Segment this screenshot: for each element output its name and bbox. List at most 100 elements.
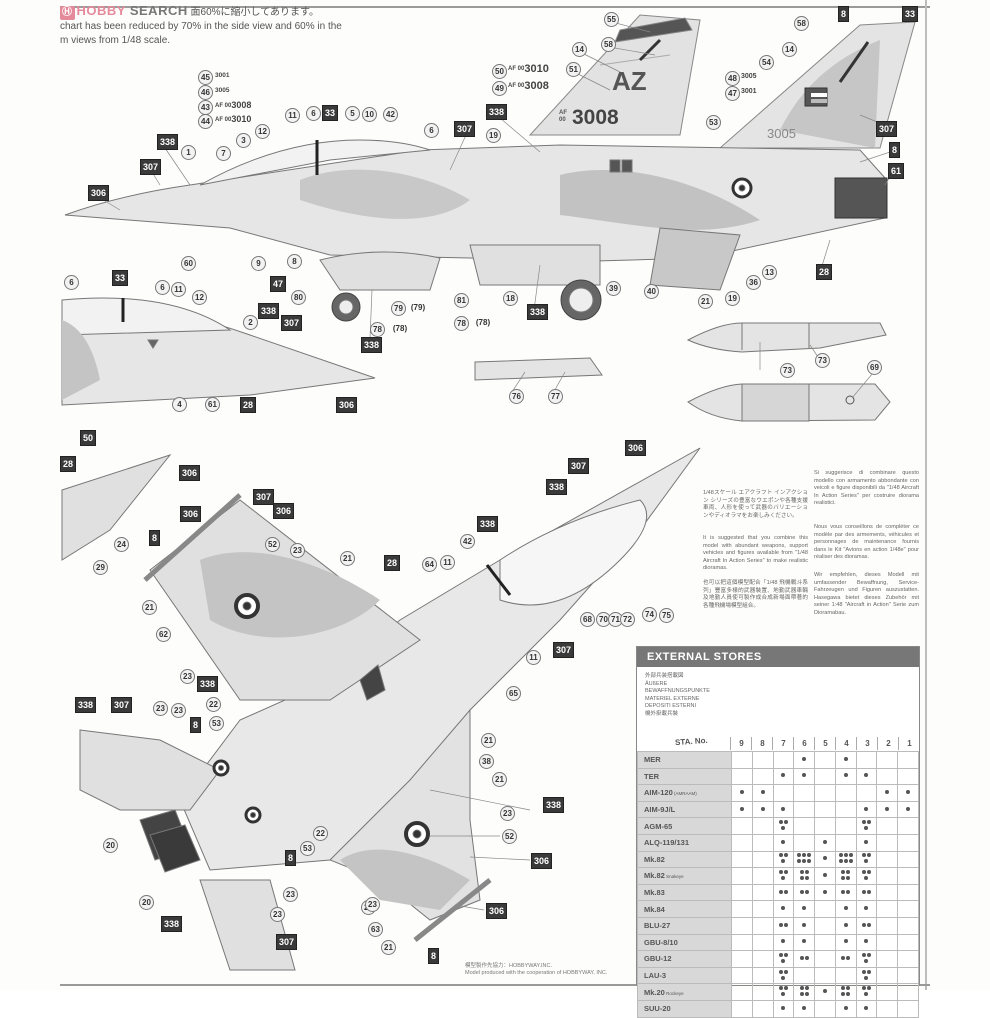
store-dot-icon bbox=[822, 872, 827, 877]
station-cell bbox=[876, 767, 899, 786]
store-dot-icon bbox=[778, 986, 783, 991]
store-dot-icon bbox=[864, 806, 869, 811]
store-dot-icon bbox=[864, 1005, 869, 1010]
store-dot-icon bbox=[864, 939, 869, 944]
store-dot-icon bbox=[781, 939, 786, 944]
part-callout: 22 bbox=[206, 697, 221, 712]
store-dot-icon bbox=[841, 869, 846, 874]
part-callout: 21 bbox=[340, 551, 355, 566]
station-cell bbox=[793, 867, 816, 885]
store-dot-icon bbox=[861, 952, 866, 957]
station-cell bbox=[751, 867, 774, 885]
part-callout: 23 bbox=[153, 701, 168, 716]
station-cell bbox=[751, 751, 774, 769]
station-cell bbox=[855, 966, 878, 985]
part-callout: 42 bbox=[460, 534, 475, 549]
paint-code-box: 307 bbox=[454, 121, 476, 137]
paint-code-box: 338 bbox=[543, 797, 565, 813]
store-dot-icon bbox=[781, 992, 786, 997]
store-dot-icon bbox=[843, 939, 848, 944]
stores-row: Mk.20 Rockeye bbox=[637, 983, 919, 1001]
station-cell bbox=[855, 767, 878, 786]
store-dot-icon bbox=[781, 773, 786, 778]
store-dot-icon bbox=[843, 756, 848, 761]
station-cell bbox=[772, 999, 795, 1018]
paint-code-box: 338 bbox=[75, 697, 97, 713]
station-cell bbox=[897, 950, 919, 968]
part-callout: 19 bbox=[486, 128, 501, 143]
part-callout: 73 bbox=[815, 353, 830, 368]
part-callout: 19 bbox=[725, 291, 740, 306]
station-cell bbox=[731, 767, 753, 786]
external-stores-title: EXTERNAL STORES bbox=[637, 647, 919, 667]
station-cell bbox=[876, 916, 899, 935]
part-callout: 5 bbox=[345, 106, 360, 121]
store-dot-icon bbox=[804, 992, 809, 997]
part-callout: 8 bbox=[287, 254, 302, 269]
station-cell bbox=[731, 817, 753, 835]
serial-3008-az: AF 003008 bbox=[508, 80, 549, 92]
store-dot-icon bbox=[802, 906, 807, 911]
station-cell bbox=[897, 867, 919, 885]
station-cell bbox=[751, 784, 774, 802]
station-cell bbox=[814, 800, 836, 819]
store-dot-icon bbox=[841, 992, 846, 997]
store-dot-icon bbox=[866, 986, 871, 991]
station-cell bbox=[897, 900, 919, 918]
station-cell bbox=[793, 833, 816, 852]
part-callout: 20 bbox=[103, 838, 118, 853]
paint-code-box: 307 bbox=[111, 697, 133, 713]
part-callout: 12 bbox=[192, 290, 207, 305]
station-cell bbox=[814, 950, 836, 968]
store-dot-icon bbox=[864, 773, 869, 778]
paint-code-box: 28 bbox=[384, 555, 401, 571]
station-cell bbox=[876, 950, 899, 968]
station-cell bbox=[731, 900, 753, 918]
part-callout: 60 bbox=[181, 256, 196, 271]
station-cell bbox=[834, 751, 857, 769]
paint-code-box: 338 bbox=[157, 134, 179, 150]
station-cell bbox=[772, 966, 795, 985]
store-dot-icon bbox=[739, 789, 744, 794]
station-cell bbox=[876, 867, 899, 885]
station-cell bbox=[834, 784, 857, 802]
store-dot-icon bbox=[804, 889, 809, 894]
part-callout: 52 bbox=[502, 829, 517, 844]
station-cell bbox=[855, 900, 878, 918]
part-callout: 68 bbox=[580, 612, 595, 627]
part-callout: 53 bbox=[706, 115, 721, 130]
station-cell bbox=[793, 933, 816, 952]
store-name: Mk.82 Snakeye bbox=[637, 867, 732, 885]
part-callout: 64 bbox=[422, 557, 437, 572]
station-cell bbox=[751, 950, 774, 968]
note-german: Wir empfehlen, dieses Modell mit umfasse… bbox=[814, 572, 919, 616]
logo-mark-icon: Ⓗ bbox=[60, 6, 75, 20]
part-callout: 58 bbox=[601, 37, 616, 52]
store-dot-icon bbox=[864, 958, 869, 963]
station-cell bbox=[834, 933, 857, 952]
bottom-border bbox=[60, 984, 930, 986]
station-cell bbox=[772, 933, 795, 952]
station-cell bbox=[855, 867, 878, 885]
store-dot-icon bbox=[885, 789, 890, 794]
station-cell bbox=[897, 966, 919, 985]
store-dot-icon bbox=[807, 853, 812, 858]
part-callout: 53 bbox=[209, 716, 224, 731]
part-callout: 20 bbox=[139, 895, 154, 910]
store-dot-icon bbox=[843, 859, 848, 864]
store-dot-icon bbox=[866, 969, 871, 974]
uae-tail-fin bbox=[718, 21, 916, 149]
part-callout: 72 bbox=[620, 612, 635, 627]
paint-code-box: 50 bbox=[80, 430, 97, 446]
station-cell bbox=[731, 883, 753, 902]
store-dot-icon bbox=[866, 869, 871, 874]
stores-row: Mk.82 Snakeye bbox=[637, 867, 919, 885]
station-cell bbox=[897, 916, 919, 935]
part-callout: 23 bbox=[180, 669, 195, 684]
partial-wing-view bbox=[61, 454, 172, 561]
store-dot-icon bbox=[861, 869, 866, 874]
part-callout: 21 bbox=[492, 772, 507, 787]
